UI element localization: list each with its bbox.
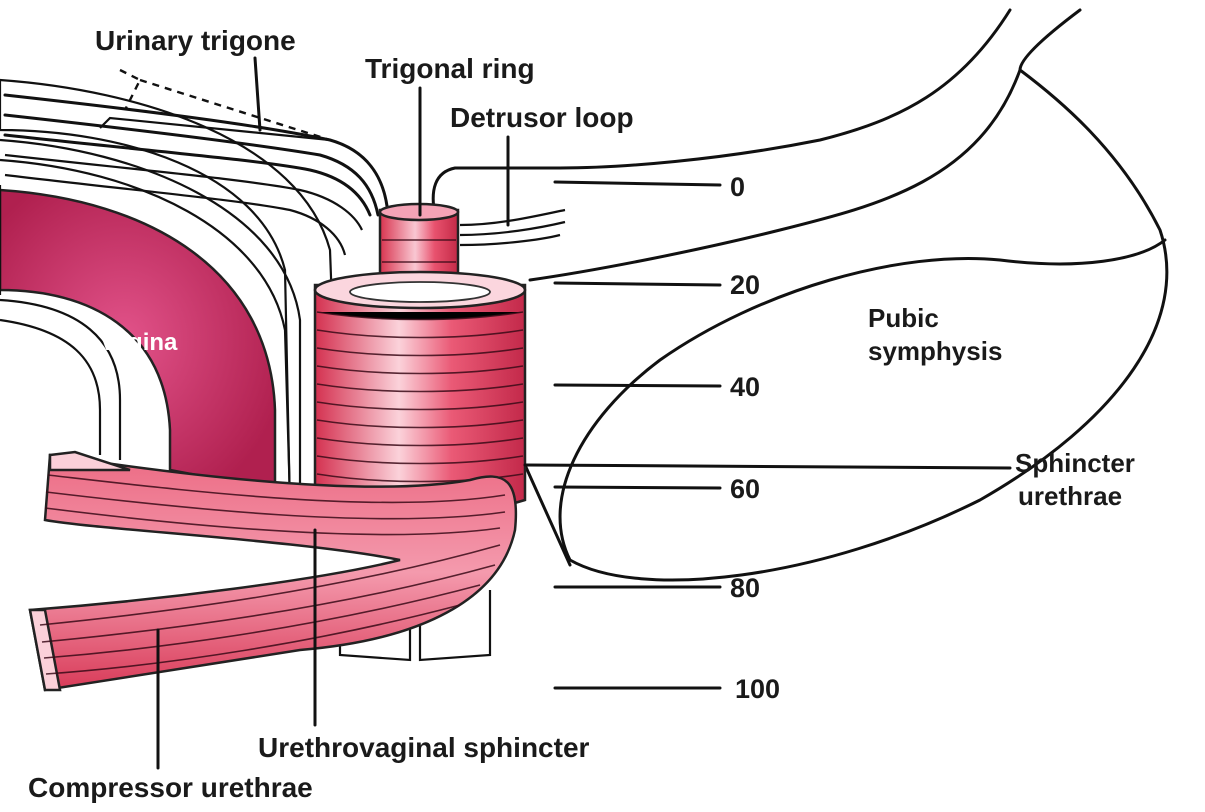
label-detrusor-loop: Detrusor loop (450, 102, 634, 133)
label-sphincter-urethrae-2: urethrae (1018, 481, 1122, 511)
label-trigonal-ring: Trigonal ring (365, 53, 535, 84)
scale-label-100: 100 (735, 674, 780, 704)
vagina-wall (0, 188, 277, 492)
label-pubic-symphysis-1: Pubic (868, 303, 939, 333)
label-sphincter-urethrae-1: Sphincter (1015, 448, 1135, 478)
scale-tick-40 (553, 383, 722, 388)
scale-tick-60 (553, 485, 722, 490)
scale-tick-0 (553, 180, 722, 187)
scale-label-0: 0 (730, 172, 745, 202)
scale-label-20: 20 (730, 270, 760, 300)
pubic-symphysis-shape (338, 8, 1169, 662)
label-urethrovaginal-sphincter: Urethrovaginal sphincter (258, 732, 590, 763)
leader-lines (156, 56, 1012, 770)
bladder-wall-lines (3, 8, 1012, 256)
sphincter-bands (316, 311, 524, 483)
label-vagina: Vagina (100, 329, 178, 356)
vagina-structure (0, 78, 342, 522)
sphincter-urethrae-cylinder (313, 270, 527, 517)
scale-label-60: 60 (730, 474, 760, 504)
scale-label-80: 80 (730, 573, 760, 603)
scale-tick-labels: 0 20 40 60 80 100 (730, 172, 780, 704)
label-compressor-urethrae: Compressor urethrae (28, 772, 313, 803)
anatomy-labels: Urinary trigone Trigonal ring Detrusor l… (28, 25, 1135, 803)
scale-label-40: 40 (730, 372, 760, 402)
label-pubic-symphysis-2: symphysis (868, 336, 1002, 366)
scale-tick-20 (553, 281, 722, 287)
scale-ticks (553, 180, 722, 690)
urinary-trigone-dash (119, 68, 331, 142)
label-urinary-trigone: Urinary trigone (95, 25, 296, 56)
compressor-urethrae-bands (28, 450, 518, 692)
